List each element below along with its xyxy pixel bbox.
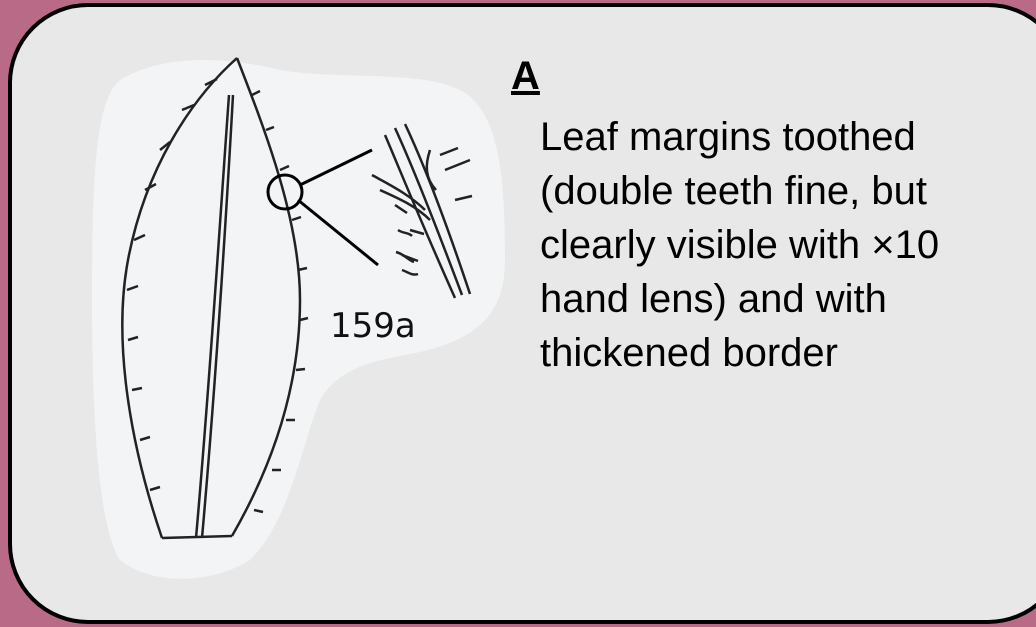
figure-label: 159a — [330, 306, 416, 346]
option-letter: A — [511, 54, 540, 99]
option-description: Leaf margins toothed (double teeth fine,… — [540, 110, 1010, 380]
